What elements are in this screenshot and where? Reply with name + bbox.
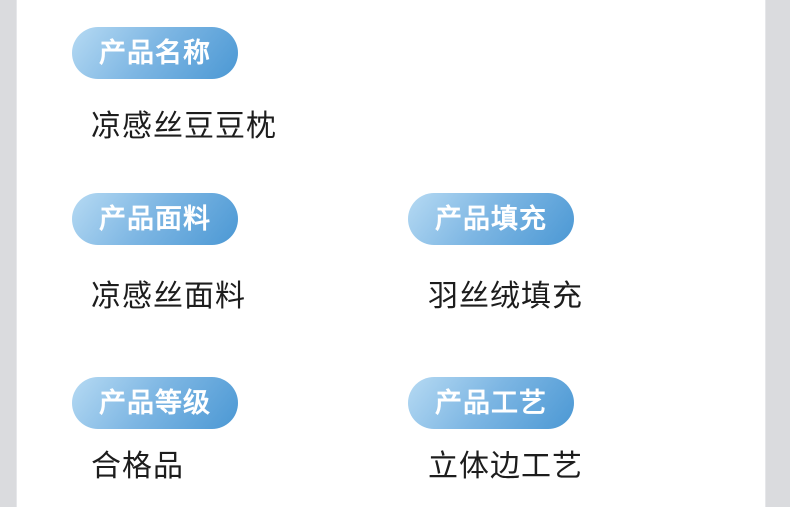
spec-value-grade: 合格品 (91, 450, 184, 483)
spec-badge-filling: 产品填充 (408, 193, 574, 245)
spec-badge-fabric-label: 产品面料 (99, 203, 211, 234)
spec-badge-craft-label: 产品工艺 (435, 387, 547, 418)
spec-badge-product-name: 产品名称 (72, 27, 238, 79)
spec-value-product-name: 凉感丝豆豆枕 (91, 110, 277, 143)
spec-value-craft: 立体边工艺 (428, 450, 583, 483)
right-gutter (765, 0, 790, 507)
left-gutter (0, 0, 17, 507)
product-spec-content: 产品名称 凉感丝豆豆枕 产品面料 凉感丝面料 产品填充 羽丝绒填充 产品等级 合… (16, 0, 766, 507)
spec-badge-grade-label: 产品等级 (99, 387, 211, 418)
spec-badge-craft: 产品工艺 (408, 377, 574, 429)
spec-badge-filling-label: 产品填充 (435, 203, 547, 234)
spec-value-filling: 羽丝绒填充 (428, 280, 583, 313)
spec-value-fabric: 凉感丝面料 (91, 280, 246, 313)
spec-badge-product-name-label: 产品名称 (99, 37, 211, 68)
spec-badge-fabric: 产品面料 (72, 193, 238, 245)
spec-badge-grade: 产品等级 (72, 377, 238, 429)
